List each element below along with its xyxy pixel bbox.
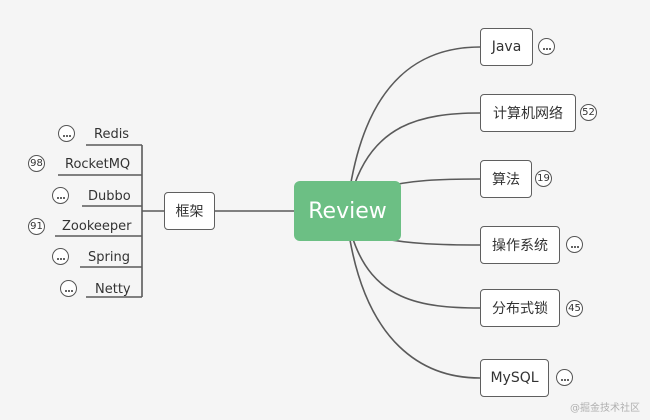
leaf-netty[interactable]: Netty [95, 282, 131, 297]
notes-icon[interactable] [60, 280, 77, 297]
leaf-spring[interactable]: Spring [88, 250, 130, 265]
topic-distlock[interactable]: 分布式锁 [480, 289, 560, 327]
link-distlock [351, 235, 481, 309]
root-node[interactable]: Review [294, 181, 401, 241]
framework-label: 框架 [175, 204, 204, 220]
topic-os[interactable]: 操作系统 [480, 226, 560, 264]
topic-os-label: 操作系统 [492, 238, 548, 254]
leaf-dubbo[interactable]: Dubbo [88, 189, 131, 204]
notes-icon[interactable] [538, 38, 555, 55]
badge-rocketmq[interactable]: 98 [28, 155, 45, 172]
link-java [349, 46, 481, 189]
notes-icon[interactable] [566, 236, 583, 253]
badge-network[interactable]: 52 [580, 104, 597, 121]
link-mysql [349, 239, 481, 379]
framework-node[interactable]: 框架 [164, 192, 215, 230]
badge-zookeeper[interactable]: 91 [28, 218, 45, 235]
notes-icon[interactable] [556, 369, 573, 386]
notes-icon[interactable] [52, 187, 69, 204]
topic-distlock-label: 分布式锁 [492, 301, 548, 317]
badge-algorithm[interactable]: 19 [535, 170, 552, 187]
topic-algorithm[interactable]: 算法 [480, 160, 532, 198]
topic-java-label: Java [491, 39, 522, 55]
topic-network[interactable]: 计算机网络 [480, 94, 576, 132]
leaf-zookeeper[interactable]: Zookeeper [62, 219, 132, 234]
link-network [351, 112, 481, 193]
notes-icon[interactable] [58, 125, 75, 142]
topic-network-label: 计算机网络 [493, 106, 563, 122]
topic-mysql[interactable]: MySQL [480, 359, 549, 397]
topic-java[interactable]: Java [480, 28, 533, 66]
topic-mysql-label: MySQL [490, 370, 539, 386]
root-label: Review [308, 198, 387, 224]
topic-algorithm-label: 算法 [492, 172, 520, 188]
leaf-redis[interactable]: Redis [94, 127, 130, 142]
leaf-rocketmq[interactable]: RocketMQ [65, 157, 131, 172]
notes-icon[interactable] [52, 248, 69, 265]
watermark: @掘金技术社区 [570, 403, 640, 414]
badge-distlock[interactable]: 45 [566, 300, 583, 317]
